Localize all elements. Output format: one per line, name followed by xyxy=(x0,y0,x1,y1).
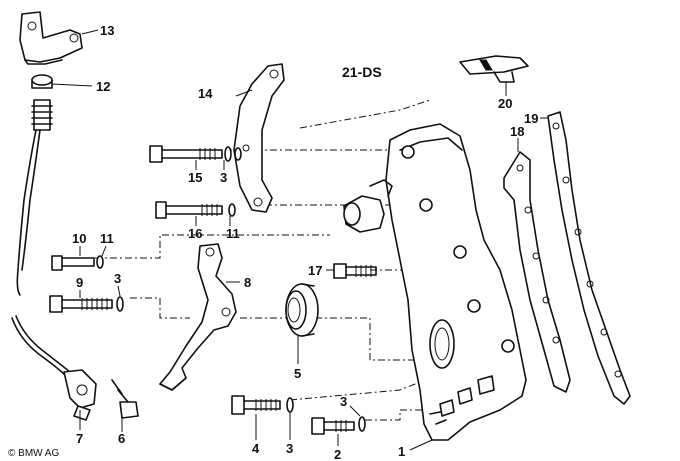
callout-3c: 3 xyxy=(286,441,293,456)
part-13-bracket xyxy=(19,11,83,65)
callout-labels: 13 12 14 20 19 18 15 3 16 11 10 11 9 3 8… xyxy=(72,23,538,461)
diagram-code: 21-DS xyxy=(342,64,382,80)
callout-20: 20 xyxy=(498,96,512,111)
part-6-screw xyxy=(111,379,139,419)
callout-3a: 3 xyxy=(220,170,227,185)
part-12-grommet xyxy=(31,74,53,89)
part-15-bolt xyxy=(149,145,242,163)
callout-13: 13 xyxy=(100,23,114,38)
part-16-bolt xyxy=(155,201,236,219)
leader-lines xyxy=(51,29,548,451)
callout-3d: 3 xyxy=(340,394,347,409)
copyright-notice: © BMW AG xyxy=(8,448,59,459)
part-17-bolt xyxy=(333,263,377,279)
part-20-clip xyxy=(459,55,529,83)
callout-14: 14 xyxy=(198,86,213,101)
callout-11b: 11 xyxy=(100,231,114,246)
part-1-timing-cover xyxy=(343,123,527,441)
part-19-gasket xyxy=(547,111,631,405)
part-5-shaft-seal xyxy=(285,283,319,337)
callout-12: 12 xyxy=(96,79,110,94)
callout-1: 1 xyxy=(398,444,405,459)
callout-9: 9 xyxy=(76,275,83,290)
callout-6: 6 xyxy=(118,431,125,446)
part-8-bracket xyxy=(159,243,237,391)
callout-3b: 3 xyxy=(114,271,121,286)
callout-5: 5 xyxy=(294,366,301,381)
part-4-bolt xyxy=(231,395,294,415)
part-18-gasket xyxy=(503,151,571,393)
callout-7: 7 xyxy=(76,431,83,446)
callout-15: 15 xyxy=(188,170,202,185)
callout-19: 19 xyxy=(524,111,538,126)
part-7-sensor xyxy=(11,315,97,421)
part-2-bolt xyxy=(311,416,366,435)
part-10-bolt xyxy=(51,255,104,271)
callout-10: 10 xyxy=(72,231,86,246)
callout-11a: 11 xyxy=(226,226,240,241)
part-9-bolt xyxy=(49,295,124,313)
sensor-with-cable xyxy=(16,99,53,296)
part-14-bracket xyxy=(233,63,285,213)
callout-4: 4 xyxy=(252,441,260,456)
callout-2: 2 xyxy=(334,447,341,461)
callout-8: 8 xyxy=(244,275,251,290)
callout-18: 18 xyxy=(510,124,524,139)
callout-16: 16 xyxy=(188,226,202,241)
callout-17: 17 xyxy=(308,263,322,278)
